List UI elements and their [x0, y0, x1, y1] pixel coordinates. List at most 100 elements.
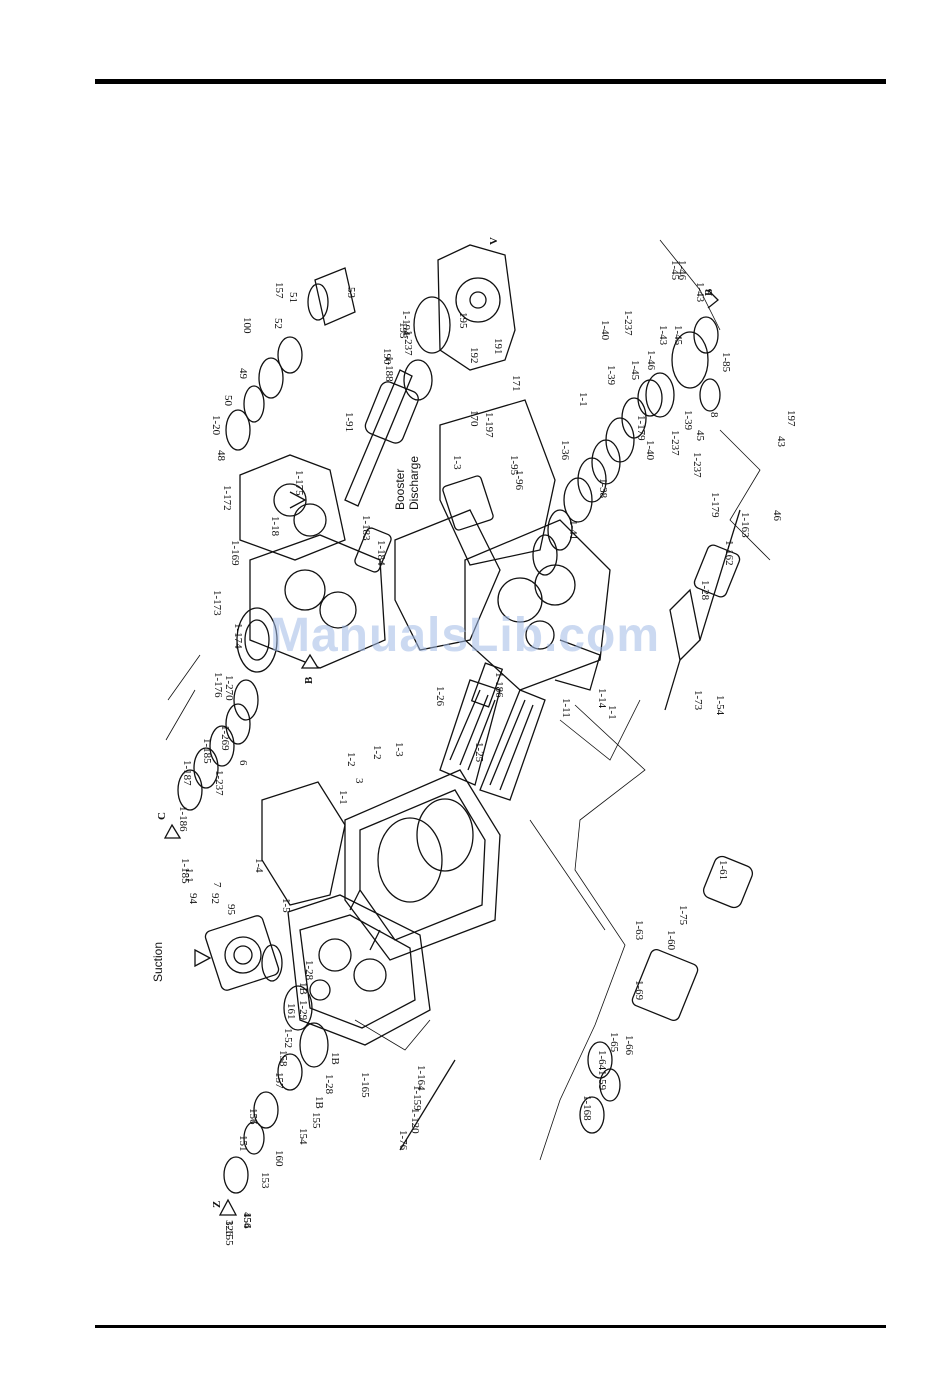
rotor-casing — [344, 769, 501, 961]
seal-assembly — [225, 267, 356, 451]
part-label: 1-165 — [359, 1072, 371, 1098]
part-label: 1-174 — [232, 623, 244, 649]
unloader-piston — [579, 855, 754, 1134]
part-label: 157 — [273, 282, 285, 299]
view-b-label-left: B — [303, 676, 315, 684]
drive-shaft — [344, 369, 419, 507]
part-label: 1-164 — [415, 1065, 427, 1091]
part-label: 43 — [775, 436, 787, 448]
push-rod — [399, 1059, 456, 1151]
part-label: 1-43 — [694, 282, 706, 303]
part-label: 6 — [237, 760, 249, 766]
part-label: 1-184 — [375, 540, 387, 566]
part-label: 1-85 — [720, 352, 732, 373]
part-label: 192 — [468, 347, 480, 364]
part-label: 1-1 — [606, 705, 618, 720]
part-label: 156 — [247, 1108, 259, 1125]
part-label: 1-168 — [581, 1095, 593, 1121]
oil-pump — [664, 509, 741, 711]
discharge-label: Discharge — [407, 456, 421, 510]
part-label: 49 — [237, 368, 249, 380]
part-label: 1-45 — [629, 360, 641, 381]
part-label: 3 — [353, 778, 365, 784]
part-label: 1-69 — [633, 980, 645, 1001]
part-label: 1-179 — [709, 492, 721, 518]
part-label: 1-162 — [723, 540, 735, 566]
part-label: 1B — [313, 1096, 325, 1109]
booster-label: Booster — [393, 469, 407, 510]
part-label: 326 — [223, 1220, 235, 1237]
discharge-housing — [464, 519, 611, 691]
part-label: 1-175 — [293, 470, 305, 496]
part-label: 190 — [381, 348, 393, 365]
bearing-stack — [177, 679, 259, 811]
part-label: 1-96 — [513, 470, 525, 491]
part-label: 456 — [241, 1212, 253, 1229]
part-label: 1-40 — [599, 320, 611, 341]
part-label: 197 — [785, 410, 797, 427]
part-label: 1B — [329, 1052, 341, 1065]
part-label: 50 — [222, 395, 234, 407]
part-label: 1-188 — [383, 356, 395, 382]
part-label: 1-52 — [282, 1028, 294, 1048]
part-label: 1-45 — [669, 260, 681, 281]
part-label: 1-95 — [508, 455, 520, 476]
part-label: 1-237 — [402, 330, 414, 356]
end-cover — [403, 244, 516, 401]
part-label: 161 — [285, 1003, 297, 1020]
gasket — [261, 781, 346, 906]
part-label: 1-183 — [360, 515, 372, 541]
suction-flange — [204, 915, 283, 991]
part-label: 1B — [297, 982, 309, 995]
part-label: 45 — [694, 430, 706, 442]
part-label: 1-29 — [297, 1000, 309, 1021]
watermark: ManualsLib.com — [270, 609, 661, 662]
part-label: 94 — [187, 893, 199, 905]
part-label: 1-26 — [434, 686, 446, 707]
part-label: 1-28 — [699, 580, 711, 601]
part-label: 1-187 — [181, 760, 193, 786]
view-c-label: C — [156, 812, 168, 820]
part-label: 1-237 — [213, 770, 225, 796]
footer-rule — [95, 1325, 886, 1328]
part-label: 1-41 — [567, 520, 579, 540]
part-label: 1-2 — [371, 745, 383, 760]
part-label: 1-43 — [657, 325, 669, 346]
drive-gear — [236, 607, 278, 673]
part-label: 1-120 — [409, 1108, 421, 1134]
part-label: 92 — [209, 893, 221, 904]
part-label: 1-38 — [597, 478, 609, 499]
view-b-label-right: B — [703, 288, 715, 296]
part-label: 1-20 — [210, 415, 222, 436]
part-label: 170 — [468, 410, 480, 427]
part-label: 1-3 — [393, 742, 405, 757]
right-bearing-stack — [532, 316, 721, 576]
part-label: 1-179 — [635, 415, 647, 441]
part-label: 52 — [272, 318, 284, 329]
slide-valve-left — [223, 985, 329, 1194]
part-label: 1-28 — [303, 960, 315, 981]
part-label: 158 — [277, 1050, 289, 1067]
part-label: 1-163 — [739, 512, 751, 538]
part-label: 1-60 — [665, 930, 677, 951]
part-label: 1-173 — [211, 590, 223, 616]
part-label: 154 — [241, 1212, 253, 1229]
part-label: 1-270 — [223, 675, 235, 701]
part-label: 1-1 — [183, 868, 195, 883]
part-label: 1-66 — [623, 1035, 635, 1056]
part-label: 1-159 — [411, 1085, 423, 1111]
gasket-195 — [394, 509, 501, 651]
part-label: 1-36 — [559, 440, 571, 461]
part-label: 51 — [287, 292, 299, 303]
part-label: 1-59 — [596, 1070, 608, 1091]
part-label: 1-2 — [345, 752, 357, 767]
part-label: 53 — [345, 287, 357, 299]
part-label: 1-63 — [633, 920, 645, 941]
part-label: 1-155 — [223, 1220, 235, 1246]
part-label: 100 — [241, 317, 253, 334]
part-label: 1-5 — [280, 898, 292, 913]
part-label: 1-61 — [717, 860, 729, 880]
part-label: 1-40 — [644, 440, 656, 461]
